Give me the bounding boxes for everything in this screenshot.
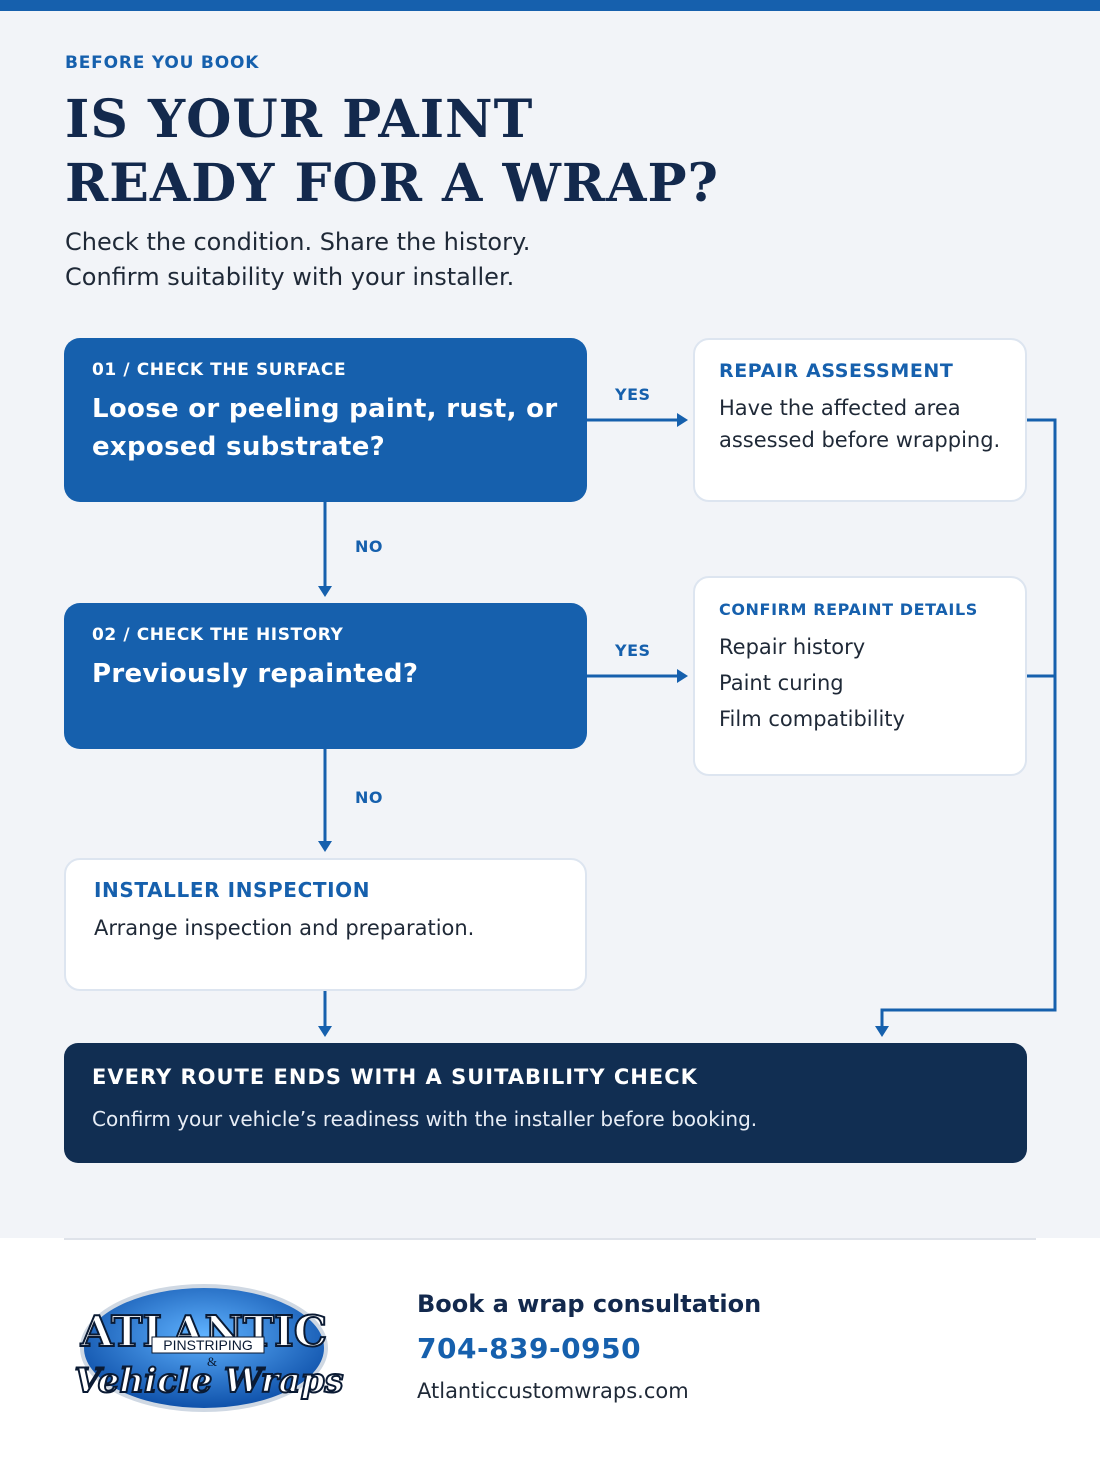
step-2-history-check: 02 / CHECK THE HISTORY Previously repain… <box>64 603 587 749</box>
booking-cta: Book a wrap consultation 704-839-0950 At… <box>417 1290 761 1403</box>
phone-number-link[interactable]: 704-839-0950 <box>417 1332 642 1365</box>
yes-label-step-2: YES <box>615 641 651 660</box>
title-line-1: IS YOUR PAINT <box>65 89 534 150</box>
installer-inspection-text: Arrange inspection and preparation. <box>94 916 475 940</box>
page-title: IS YOUR PAINT READY FOR A WRAP? <box>65 88 719 216</box>
footer-divider <box>64 1238 1036 1240</box>
yes-label-step-1: YES <box>615 385 651 404</box>
step-1-question: Loose or peeling paint, rust, or exposed… <box>92 394 558 462</box>
repair-assessment-card: REPAIR ASSESSMENT Have the affected area… <box>693 338 1027 502</box>
repair-assessment-text: Have the affected area assessed before w… <box>719 396 1001 452</box>
page-subtitle: Check the condition. Share the history. … <box>65 225 530 295</box>
step-1-surface-check: 01 / CHECK THE SURFACE Loose or peeling … <box>64 338 587 502</box>
logo-band <box>151 1336 265 1354</box>
step-1-label: 01 / CHECK THE SURFACE <box>92 360 347 380</box>
subtitle-line-1: Check the condition. Share the history. <box>65 228 531 256</box>
no-label-step-2: NO <box>355 788 383 807</box>
eyebrow-label: BEFORE YOU BOOK <box>65 53 260 73</box>
title-line-2: READY FOR A WRAP? <box>65 153 720 214</box>
installer-inspection-title: INSTALLER INSPECTION <box>94 878 371 902</box>
logo-word-vehicle-wraps: Vehicle Wraps <box>74 1361 343 1401</box>
top-accent-bar <box>0 0 1100 11</box>
suitability-check-text: Confirm your vehicle’s readiness with th… <box>92 1107 758 1131</box>
list-item: Paint curing <box>719 671 844 695</box>
list-item: Film compatibility <box>719 707 905 731</box>
confirm-repaint-title: CONFIRM REPAINT DETAILS <box>719 600 978 619</box>
logo-word-atlantic: ATLANTIC <box>80 1307 327 1356</box>
logo-ampersand: & <box>207 1354 217 1369</box>
logo-word-pinstriping: PINSTRIPING <box>163 1337 252 1353</box>
step-2-label: 02 / CHECK THE HISTORY <box>92 625 344 645</box>
repaint-details-list: Repair history Paint curing Film compati… <box>719 629 1001 737</box>
no-label-step-1: NO <box>355 537 383 556</box>
subtitle-line-2: Confirm suitability with your installer. <box>65 263 515 291</box>
repair-assessment-title: REPAIR ASSESSMENT <box>719 360 954 382</box>
suitability-check-title: EVERY ROUTE ENDS WITH A SUITABILITY CHEC… <box>92 1065 698 1089</box>
cta-title: Book a wrap consultation <box>417 1290 762 1318</box>
atlantic-vehicle-wraps-logo: ATLANTIC PINSTRIPING & Vehicle Wraps <box>73 1284 345 1412</box>
step-2-question: Previously repainted? <box>92 659 419 689</box>
list-item: Repair history <box>719 635 866 659</box>
installer-inspection-card: INSTALLER INSPECTION Arrange inspection … <box>64 858 587 991</box>
website-link[interactable]: Atlanticcustomwraps.com <box>417 1379 689 1403</box>
confirm-repaint-card: CONFIRM REPAINT DETAILS Repair history P… <box>693 576 1027 776</box>
suitability-check-banner: EVERY ROUTE ENDS WITH A SUITABILITY CHEC… <box>64 1043 1027 1163</box>
